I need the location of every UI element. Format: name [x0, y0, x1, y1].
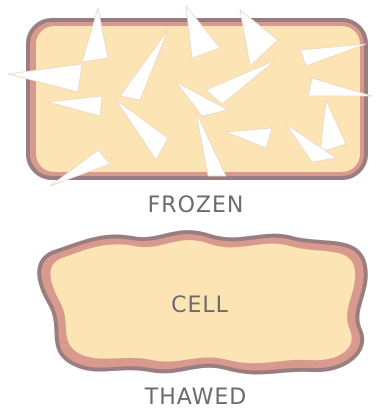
thawed-label: THAWED — [144, 385, 247, 410]
frozen-label: FROZEN — [148, 193, 245, 218]
cell-label: CELL — [171, 293, 229, 318]
